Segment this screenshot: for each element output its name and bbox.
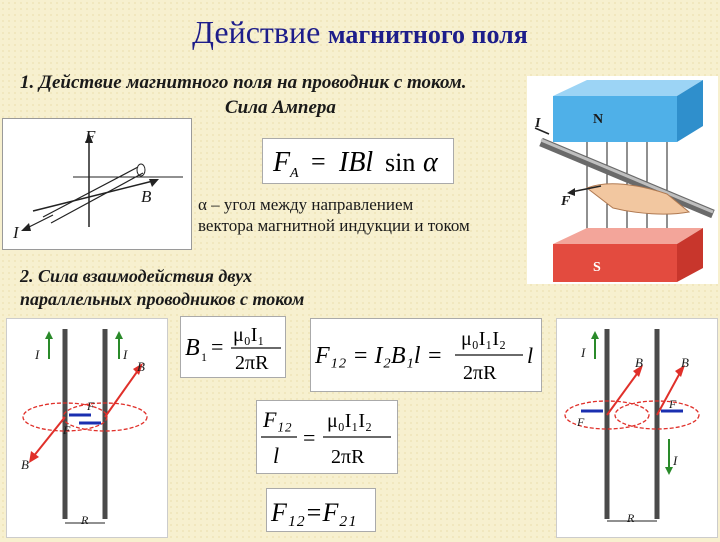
svg-text:2πR: 2πR [463, 362, 497, 384]
section2-heading: 2. Сила взаимодействия двух параллельных… [20, 266, 305, 309]
right-i2-label: I [673, 453, 678, 468]
svg-text:l: l [273, 443, 279, 468]
magnet-svg [534, 80, 715, 282]
page-title: Действие магнитного поля [192, 14, 528, 50]
left-b2-label: B [21, 457, 29, 472]
svg-text:1: 1 [201, 350, 207, 364]
right-b2-label: B [635, 355, 643, 370]
svg-text:μ₀I₁I₂: μ₀I₁I₂ [327, 410, 372, 432]
magnet-force-label: F [561, 194, 571, 209]
formula-equal-svg: F₁₂=F₂₁ [270, 498, 356, 527]
magnet-current-label: I [535, 116, 541, 131]
parallel-wires-right-svg [564, 329, 700, 522]
svg-text:=: = [211, 334, 223, 359]
right-b1-label: B [681, 355, 689, 370]
left-i2-label: I [123, 347, 128, 362]
formula-b1-svg: B 1 = μ₀I₁ 2πR [185, 324, 281, 374]
left-f12-label: F [87, 399, 95, 413]
right-f12-label: F [669, 397, 677, 411]
formula-per-length: F₁₂ l = μ₀I₁I₂ 2πR [256, 400, 398, 474]
formula-per-length-svg: F₁₂ l = μ₀I₁I₂ 2πR [261, 407, 391, 468]
right-f21-label: F [577, 415, 585, 429]
svg-text:2πR: 2πR [331, 446, 365, 468]
svg-text:B: B [185, 335, 200, 361]
svg-text:2πR: 2πR [235, 352, 269, 374]
ampere-formula: F A = IBl sin α [262, 138, 454, 184]
north-pole-label: N [593, 112, 604, 127]
formula-equal: F₁₂=F₂₁ [266, 488, 376, 532]
parallel-wires-left: I I B B F F R [6, 318, 168, 538]
svg-text:l: l [527, 343, 533, 368]
svg-text:IBl: IBl [338, 147, 373, 178]
ampere-formula-svg: F A = IBl sin α [272, 147, 439, 181]
formula-f12: F₁₂ = I₂B₁l = μ₀I₁I₂ 2πR l [310, 318, 542, 392]
left-f21-label: F [63, 423, 71, 437]
force-label: F [85, 127, 96, 146]
svg-text:F₁₂ = I₂B₁l =: F₁₂ = I₂B₁l = [314, 343, 443, 369]
svg-text:μ₀I₁I₂: μ₀I₁I₂ [461, 328, 506, 350]
svg-text:A: A [289, 166, 299, 181]
left-i1-label: I [35, 347, 40, 362]
svg-text:α: α [423, 147, 439, 178]
alpha-note: α – угол между направлением вектора магн… [198, 195, 470, 235]
svg-text:sin: sin [385, 148, 415, 177]
south-pole-label: S [593, 260, 601, 275]
left-r-label: R [81, 513, 89, 527]
parallel-wires-right: I B B F F I R [556, 318, 718, 538]
ampere-axes-svg [21, 133, 183, 231]
svg-text:=: = [303, 425, 315, 450]
induction-label: B [141, 187, 152, 206]
parallel-wires-left-svg [22, 329, 148, 524]
current-label: I [13, 223, 19, 242]
formula-f12-svg: F₁₂ = I₂B₁l = μ₀I₁I₂ 2πR l [314, 328, 533, 384]
svg-text:=: = [311, 147, 326, 176]
svg-text:F: F [272, 147, 291, 178]
section1-heading: 1. Действие магнитного поля на проводник… [20, 72, 467, 93]
left-b1-label: B [137, 359, 145, 374]
right-r-label: R [627, 511, 635, 525]
ampere-force-diagram: F B I [2, 118, 192, 250]
right-i1-label: I [581, 345, 586, 360]
svg-text:F₁₂: F₁₂ [262, 407, 292, 432]
svg-text:F₁₂=F₂₁: F₁₂=F₂₁ [270, 498, 356, 527]
section1-subheading: Сила Ампера [225, 97, 336, 118]
magnet-illustration: N S I F [527, 76, 718, 284]
formula-b1: B 1 = μ₀I₁ 2πR [180, 316, 286, 378]
svg-text:μ₀I₁: μ₀I₁ [233, 324, 264, 346]
